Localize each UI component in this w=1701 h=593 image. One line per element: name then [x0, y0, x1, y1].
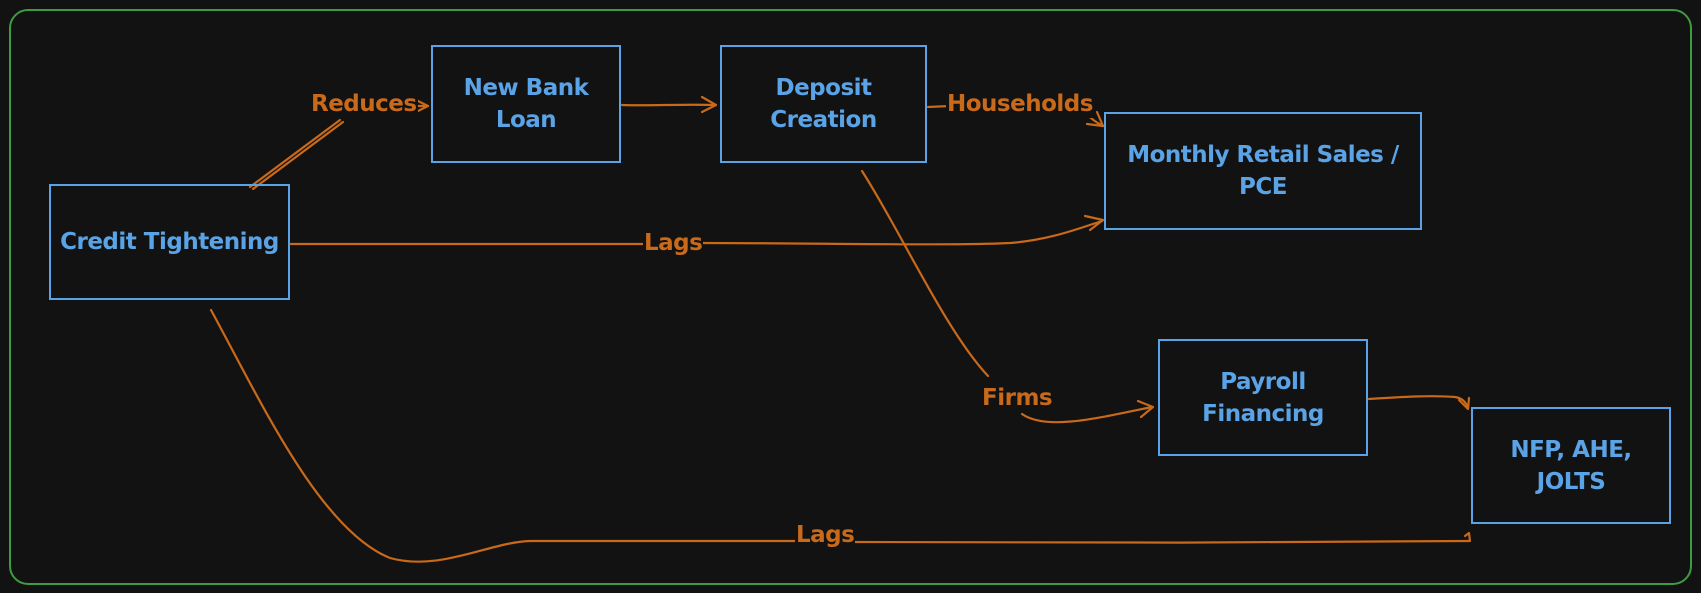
edge-label-firms: Firms	[981, 384, 1054, 412]
node-new-bank-loan: New Bank Loan	[431, 45, 621, 163]
edge-payroll-labor	[1367, 395, 1470, 410]
edge-label-reduces: Reduces	[310, 90, 418, 118]
arrowhead-lags-retail	[1083, 214, 1105, 232]
edge-label-lags-labor: Lags	[795, 521, 856, 549]
edge-lags-labor	[209, 308, 1471, 563]
arrowhead-payroll-labor	[1457, 396, 1471, 411]
arrowhead-households	[1085, 110, 1105, 128]
arrowhead-firms	[1136, 399, 1155, 419]
node-payroll-financing: Payroll Financing	[1158, 339, 1368, 456]
node-labor-data: NFP, AHE, JOLTS	[1471, 407, 1671, 524]
arrowhead-lags-labor	[1463, 531, 1472, 543]
edge-label-households: Households	[946, 90, 1094, 118]
node-deposit-creation: Deposit Creation	[720, 45, 927, 163]
edge-loan-deposit	[620, 103, 718, 107]
edge-label-lags-retail: Lags	[643, 229, 704, 257]
edge-reduces	[248, 118, 342, 189]
arrowhead-loan-deposit	[700, 95, 718, 114]
node-credit-tightening: Credit Tightening	[49, 184, 290, 300]
edge-lags-retail	[289, 219, 1104, 246]
edge-firms	[860, 169, 1154, 424]
diagram-frame	[9, 9, 1692, 585]
node-retail-sales: Monthly Retail Sales / PCE	[1104, 112, 1422, 230]
arrowhead-reduces	[412, 97, 430, 115]
